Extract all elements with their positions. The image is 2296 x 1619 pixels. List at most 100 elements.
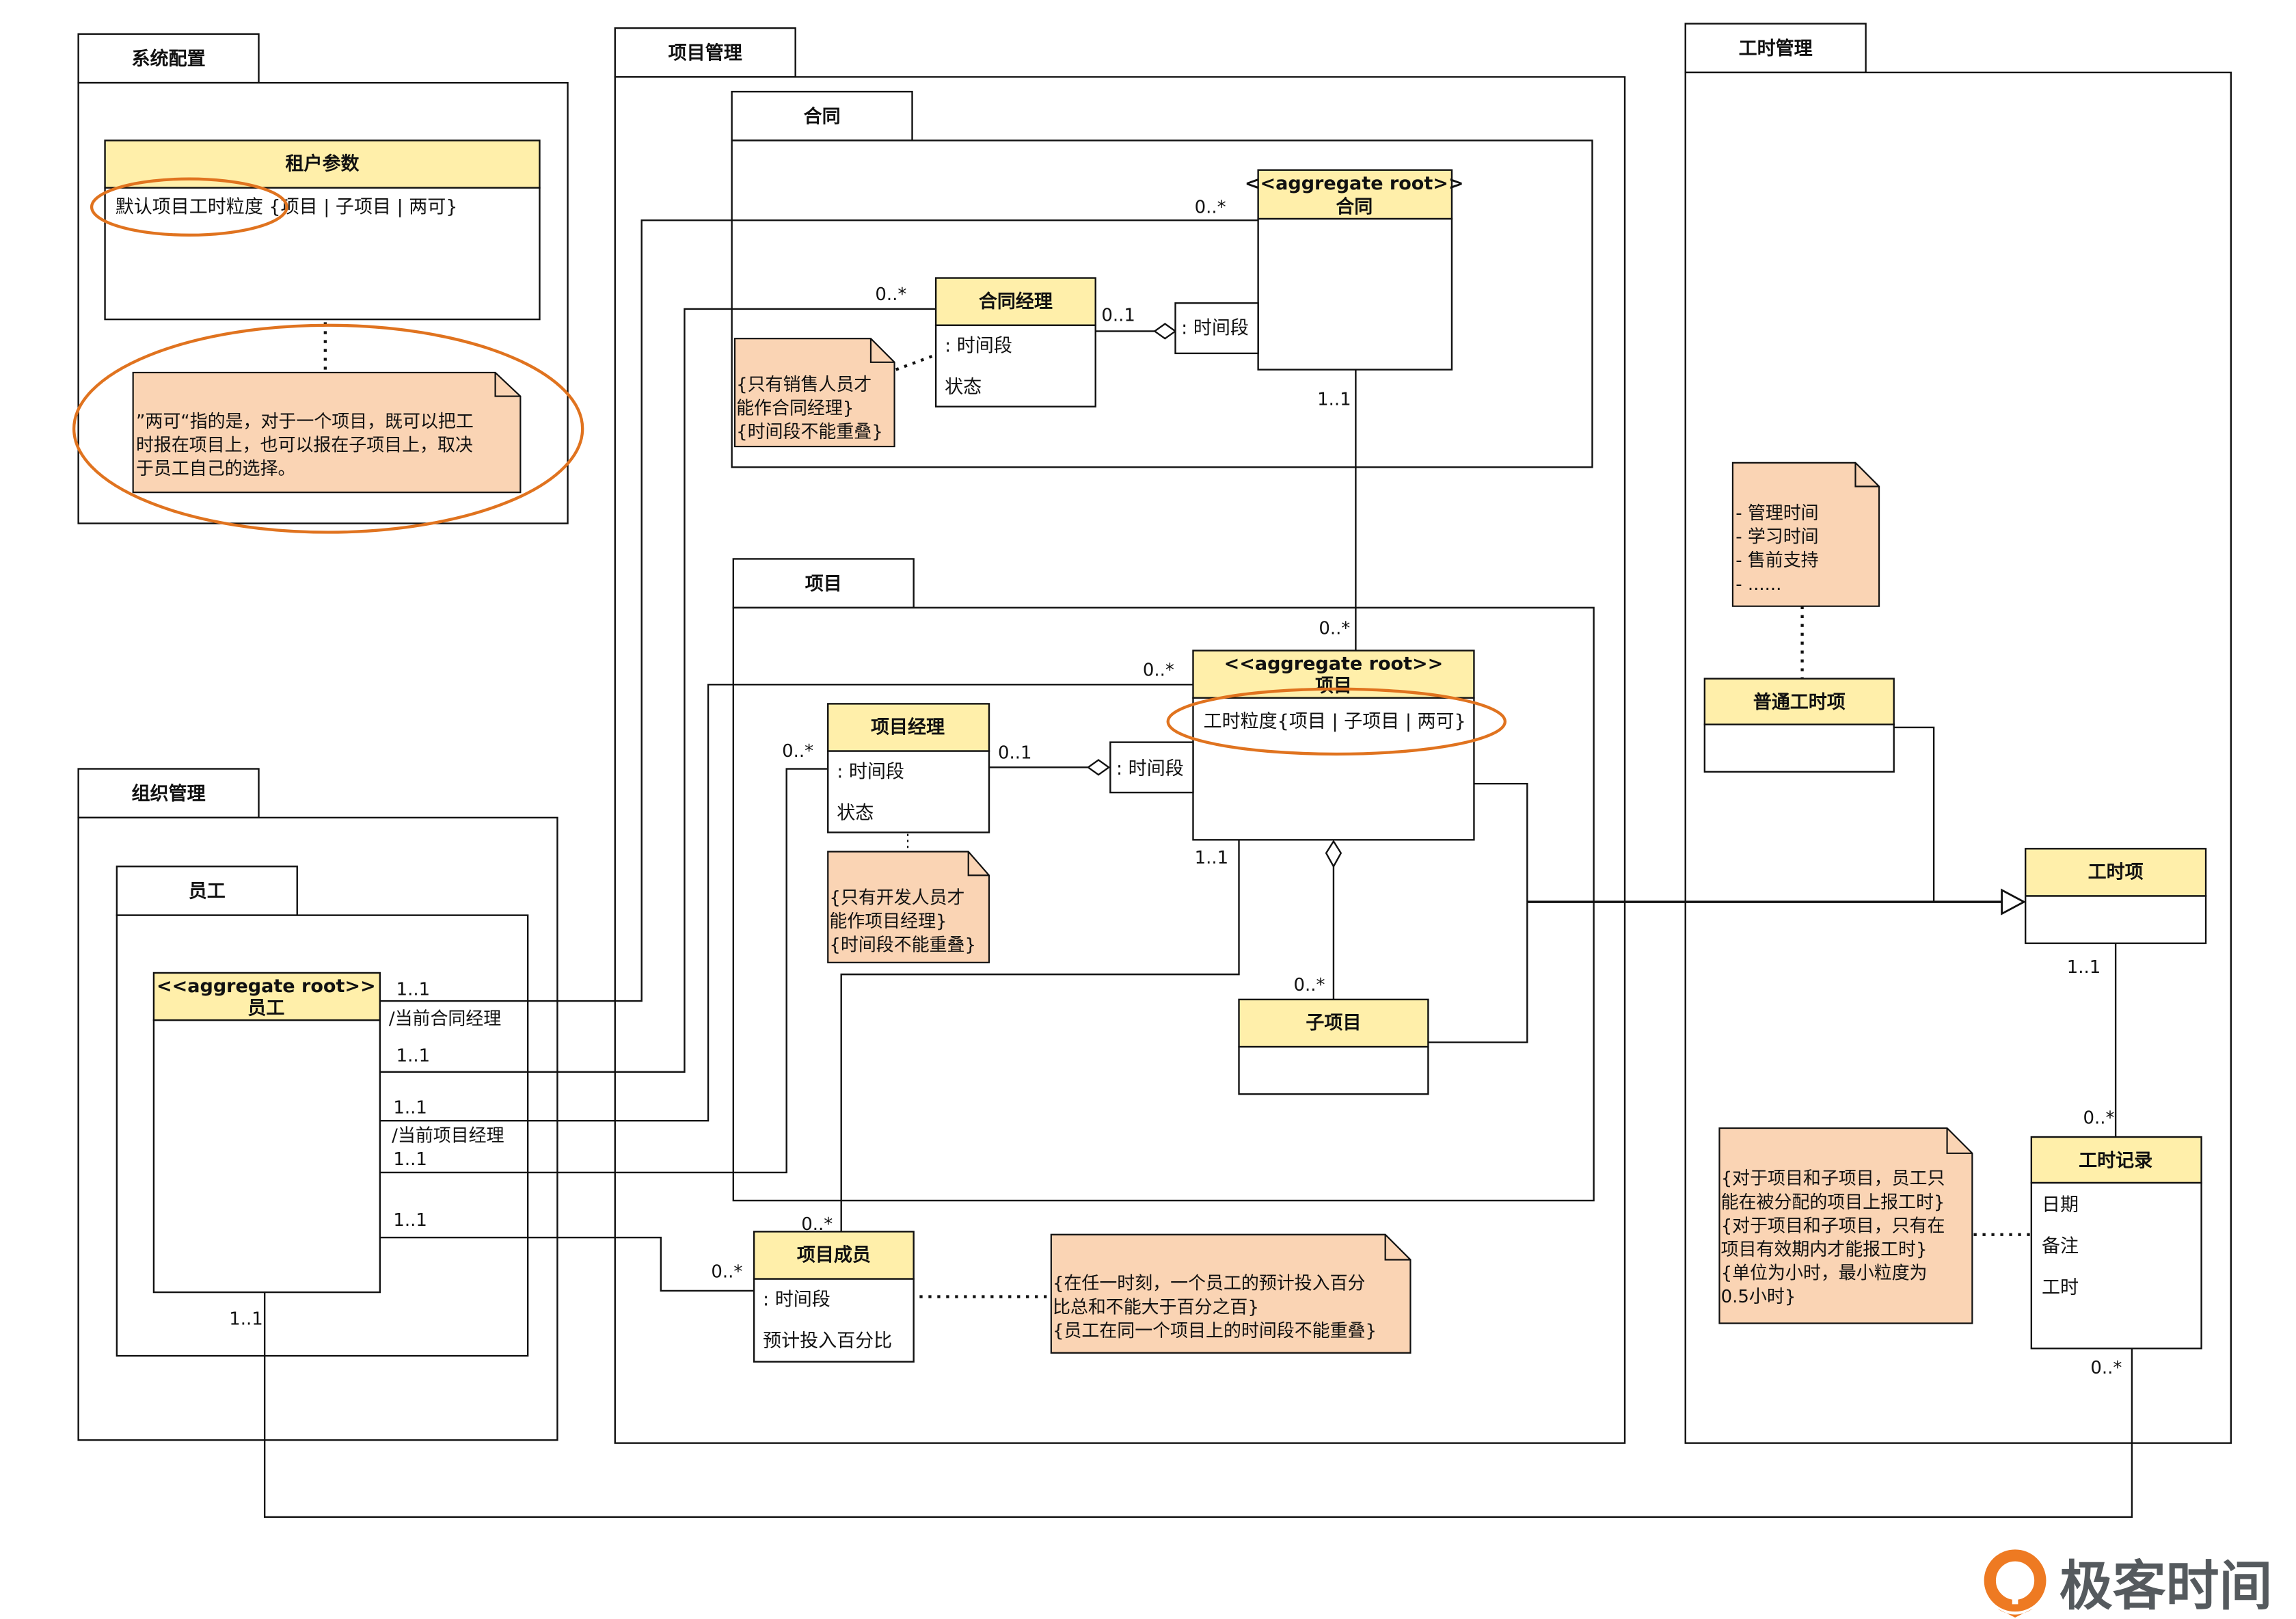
class-contract-manager[interactable]: 合同经理 : 时间段 状态 bbox=[934, 277, 1096, 407]
multiplicity-label: 1..1 bbox=[1317, 390, 1351, 410]
class-attribute: 状态 bbox=[945, 377, 982, 398]
highlight-ellipse bbox=[1166, 687, 1507, 756]
note-line: 时报在项目上，也可以报在子项目上，取决 bbox=[136, 436, 473, 456]
multiplicity-label: 1..1 bbox=[396, 979, 431, 1000]
class-project[interactable]: <<aggregate root>> 项目 工时粒度{项目 | 子项目 | 两可… bbox=[1192, 650, 1475, 841]
multiplicity-label: 0..* bbox=[1319, 619, 1350, 639]
assoc-employee-project-manager[interactable] bbox=[379, 768, 828, 1174]
class-project-member[interactable]: 项目成员 : 时间段 预计投入百分比 bbox=[753, 1231, 915, 1363]
note-line: - 售前支持 bbox=[1735, 550, 1818, 571]
generalization-project[interactable] bbox=[1474, 782, 1528, 902]
class-title: 项目成员 bbox=[797, 1245, 871, 1266]
package-title: 工时管理 bbox=[1739, 38, 1813, 59]
class-time-record[interactable]: 工时记录 日期 备注 工时 bbox=[2030, 1136, 2202, 1350]
note-line: {员工在同一个项目上的时间段不能重叠} bbox=[1053, 1321, 1377, 1341]
qualifier-project-period[interactable]: : 时间段 bbox=[1109, 741, 1194, 794]
assoc-employee-project[interactable] bbox=[379, 684, 1193, 1122]
assoc-employee-contract-manager[interactable] bbox=[379, 308, 936, 1073]
multiplicity-label: 1..1 bbox=[229, 1309, 263, 1330]
class-sub-project[interactable]: 子项目 bbox=[1238, 998, 1429, 1095]
multiplicity-label: 1..1 bbox=[396, 1046, 431, 1067]
class-attribute: 备注 bbox=[2042, 1236, 2079, 1257]
package-title: 员工 bbox=[189, 881, 226, 902]
aggregation-diamond-icon bbox=[1086, 759, 1111, 776]
class-stereotype: <<aggregate root>> bbox=[1224, 654, 1444, 675]
class-title: 员工 bbox=[247, 998, 284, 1019]
note-line: - 学习时间 bbox=[1735, 527, 1818, 548]
class-title: 子项目 bbox=[1306, 1013, 1361, 1034]
class-employee[interactable]: <<aggregate root>> 员工 bbox=[152, 972, 381, 1294]
class-stereotype: <<aggregate root>> bbox=[157, 976, 376, 997]
class-title: 项目经理 bbox=[871, 717, 945, 738]
class-attribute: 工时 bbox=[2042, 1277, 2079, 1298]
role-label: /当前项目经理 bbox=[392, 1125, 504, 1146]
note-both-allowed: ”两可“指的是，对于一个项目，既可以把工 时报在项目上，也可以报在子项目上，取决… bbox=[132, 371, 522, 494]
class-attribute: : 时间段 bbox=[763, 1289, 830, 1311]
class-attribute: 预计投入百分比 bbox=[763, 1330, 892, 1352]
multiplicity-label: 0..* bbox=[1143, 660, 1174, 680]
assoc-employee-time-record[interactable] bbox=[263, 1292, 2133, 1518]
multiplicity-label: 1..1 bbox=[393, 1097, 427, 1118]
qualifier-label: : 时间段 bbox=[1181, 318, 1249, 339]
class-title: 合同 bbox=[1336, 196, 1373, 217]
logo-text: 极客时间 bbox=[2059, 1555, 2272, 1617]
class-normal-time-item[interactable]: 普通工时项 bbox=[1703, 678, 1895, 773]
aggregation-diamond-icon bbox=[1325, 840, 1342, 868]
note-line: {对于项目和子项目，只有在 bbox=[1721, 1216, 1945, 1236]
highlight-annotations bbox=[72, 177, 1507, 756]
multiplicity-label: 1..1 bbox=[393, 1210, 427, 1231]
assoc-employee-contract[interactable] bbox=[379, 219, 1258, 1002]
class-attribute: 状态 bbox=[837, 803, 874, 824]
generalization-subproject[interactable] bbox=[1428, 902, 1528, 1043]
multiplicity-label: 1..1 bbox=[393, 1149, 427, 1170]
note-normal-items: - 管理时间 - 学习时间 - 售前支持 - ...... bbox=[1731, 461, 1880, 607]
class-contract[interactable]: <<aggregate root>> 合同 bbox=[1245, 169, 1464, 371]
multiplicity-label: 0..* bbox=[875, 284, 906, 305]
note-member-rule: {在任一时刻，一个员工的预计投入百分 比总和不能大于百分之百} {员工在同一个项… bbox=[1050, 1233, 1412, 1354]
note-line: {对于项目和子项目，员工只 bbox=[1721, 1168, 1945, 1189]
note-line: 项目有效期内才能报工时} bbox=[1721, 1240, 1928, 1260]
note-line: {时间段不能重叠} bbox=[736, 422, 883, 442]
note-contract-manager-rule: {只有销售人员才 能作合同经理} {时间段不能重叠} bbox=[733, 338, 895, 448]
note-line: {时间段不能重叠} bbox=[829, 935, 976, 956]
generalization-arrow-icon bbox=[2001, 888, 2027, 915]
class-title: 普通工时项 bbox=[1753, 691, 1846, 713]
class-stereotype: <<aggregate root>> bbox=[1245, 173, 1464, 194]
geektime-logo-icon bbox=[1984, 1549, 2047, 1618]
qualifier-label: : 时间段 bbox=[1116, 758, 1184, 779]
role-label: /当前合同经理 bbox=[389, 1009, 501, 1030]
multiplicity-labels: 1..1 0..* 1..1 0..* 0..1 1..1 0..* 1..1 … bbox=[229, 197, 2122, 1378]
note-project-manager-rule: {只有开发人员才 能作项目经理} {时间段不能重叠} bbox=[827, 851, 990, 963]
note-line: 0.5小时} bbox=[1721, 1287, 1796, 1307]
note-line: {只有销售人员才 bbox=[736, 375, 872, 395]
class-time-item[interactable]: 工时项 bbox=[2024, 848, 2207, 944]
multiplicity-label: 0..1 bbox=[1101, 305, 1135, 325]
class-attribute: : 时间段 bbox=[837, 762, 904, 783]
multiplicity-label: 0..* bbox=[1294, 975, 1325, 995]
highlight-ellipse bbox=[90, 177, 288, 237]
package-title: 组织管理 bbox=[132, 783, 206, 805]
multiplicity-label: 0..* bbox=[2090, 1358, 2122, 1378]
multiplicity-label: 1..1 bbox=[2067, 957, 2101, 978]
note-line: - ...... bbox=[1735, 574, 1781, 595]
generalization-normal-item[interactable] bbox=[1893, 726, 1935, 902]
note-time-record-rule: {对于项目和子项目，员工只 能在被分配的项目上报工时} {对于项目和子项目，只有… bbox=[1718, 1127, 1973, 1324]
class-tenant-params[interactable]: 租户参数 默认项目工时粒度 {项目 | 子项目 | 两可} bbox=[104, 139, 541, 321]
class-project-manager[interactable]: 项目经理 : 时间段 状态 bbox=[827, 703, 990, 833]
note-line: {在任一时刻，一个员工的预计投入百分 bbox=[1053, 1274, 1365, 1294]
multiplicity-label: 0..* bbox=[711, 1261, 742, 1282]
class-title: 工时项 bbox=[2088, 862, 2144, 883]
qualifier-contract-period[interactable]: : 时间段 bbox=[1174, 302, 1259, 355]
connectors bbox=[263, 219, 2133, 1518]
class-attribute: 日期 bbox=[2042, 1194, 2079, 1216]
note-line: - 管理时间 bbox=[1735, 503, 1818, 524]
multiplicity-label: 0..* bbox=[2083, 1108, 2115, 1129]
assoc-employee-project-member[interactable] bbox=[379, 1236, 755, 1292]
class-attribute: : 时间段 bbox=[945, 336, 1012, 357]
note-line: 于员工自己的选择。 bbox=[136, 459, 295, 479]
brand-logo: 极客时间 bbox=[1984, 1549, 2272, 1618]
assoc-project-member[interactable] bbox=[840, 840, 1240, 1232]
note-line: {只有开发人员才 bbox=[829, 887, 964, 908]
multiplicity-label: 0..* bbox=[1195, 197, 1226, 217]
